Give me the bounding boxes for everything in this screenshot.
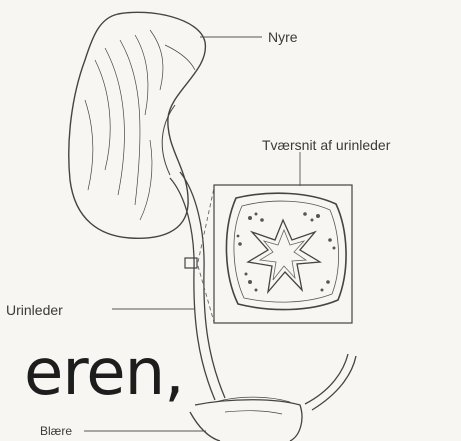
label-blaere: Blære <box>40 425 72 437</box>
overlay-text: eren, <box>24 341 184 405</box>
label-tvaersnit: Tværsnit af urinleder <box>262 138 390 152</box>
label-urinleder: Urinleder <box>6 303 63 317</box>
cross-section <box>214 185 352 323</box>
bladder-drawing <box>190 354 356 441</box>
connector-lines <box>198 188 214 322</box>
label-nyre: Nyre <box>268 30 298 44</box>
